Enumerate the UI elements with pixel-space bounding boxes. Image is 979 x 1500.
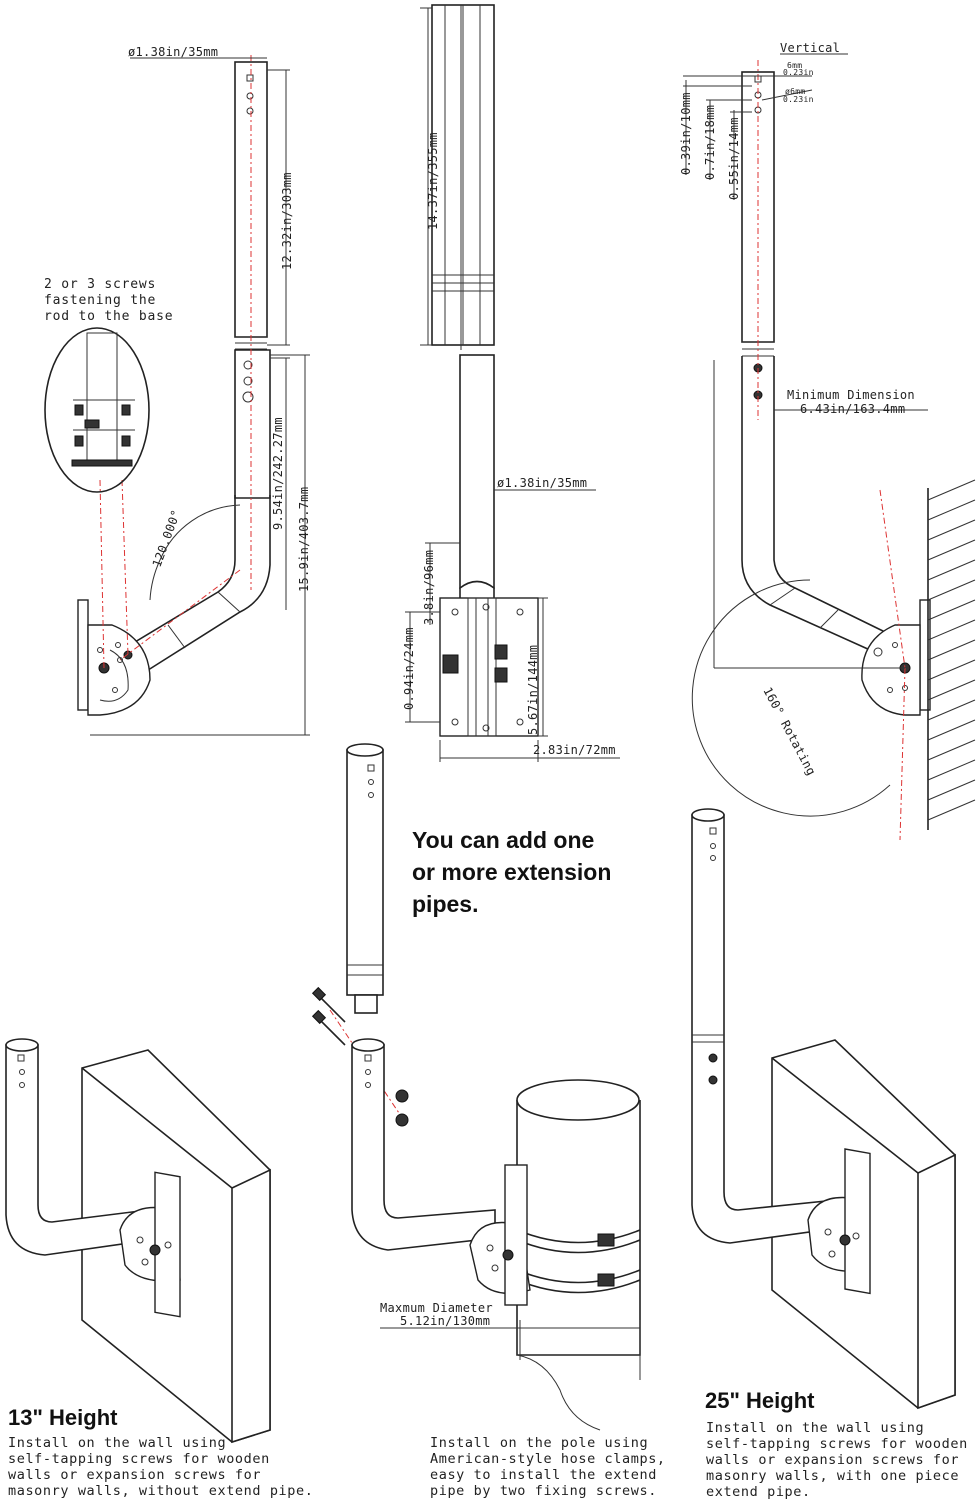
caption-13-line-3: walls or expansion screws for <box>8 1467 261 1483</box>
hole-dia-in: 0.23in <box>783 95 814 104</box>
rotating-base-c <box>861 624 921 716</box>
total-height-label: 15.9in/403.7mm <box>297 487 311 592</box>
vertical-label: Vertical <box>780 41 840 55</box>
slot-size-in: 0.23in <box>783 68 814 77</box>
neck-height-label: 3.8in/96mm <box>422 550 436 625</box>
extension-line-2: or more extension <box>412 859 611 885</box>
diagram-front-view: 14.37in/355mm ø1.38in/35mm 3.8in/96mm 0.… <box>402 4 620 762</box>
wall-install-25-inch: 25" Height Install on the wall using sel… <box>691 808 968 1500</box>
extension-line-3: pipes. <box>412 891 478 917</box>
caption-13-line-4: masonry walls, without extend pipe. <box>8 1483 313 1499</box>
note-line-2: fastening the <box>44 293 156 308</box>
diagram-wall-rotation-view: 160° Rotating Minimum Dimension <box>679 41 976 841</box>
extension-pipe-exploded <box>346 749 384 996</box>
lower-length-label: 9.54in/242.27mm <box>271 417 285 530</box>
main-pipe-front <box>459 354 495 589</box>
extension-line-1: You can add one <box>412 827 594 853</box>
slot-size-mm: 6mm <box>787 61 802 70</box>
rotating-base <box>87 624 151 716</box>
max-diameter-label: Maxmum Diameter <box>380 1301 493 1315</box>
detail-magnifier <box>44 327 150 493</box>
rotation-label: 160° Rotating <box>760 685 818 778</box>
diagram-side-view-bent-arm: 120.000° ø1.38in/35mm 12.32in/303mm 9.54… <box>44 45 311 736</box>
max-diameter-value: 5.12in/130mm <box>400 1314 490 1328</box>
heading-13: 13" Height <box>8 1405 118 1430</box>
heading-25: 25" Height <box>705 1388 815 1413</box>
diameter-label-a: ø1.38in/35mm <box>128 45 218 59</box>
pole-install: Maxmum Diameter 5.12in/130mm Install on … <box>311 743 666 1499</box>
dim-2-label: 0.7in/18mm <box>703 105 717 180</box>
upper-length-label: 12.32in/303mm <box>280 172 294 270</box>
wall-plate-edge <box>77 599 89 711</box>
wall-install-13-inch: 13" Height Install on the wall using sel… <box>5 1038 313 1499</box>
caption-pole-line-2: American-style hose clamps, <box>430 1451 666 1467</box>
min-dimension-label: Minimum Dimension <box>787 388 915 402</box>
note-line-3: rod to the base <box>44 309 173 324</box>
diameter-label-b: ø1.38in/35mm <box>497 476 587 490</box>
caption-25-line-3: walls or expansion screws for <box>706 1452 959 1468</box>
caption-25-line-1: Install on the wall using <box>706 1420 924 1436</box>
note-line-1: 2 or 3 screws <box>44 277 156 292</box>
pipe-pole <box>351 1044 496 1251</box>
detail-screws-closeup <box>71 332 135 467</box>
extension-note: You can add one or more extension pipes. <box>412 827 611 917</box>
hole-dia-mm: ø6mm <box>785 87 805 96</box>
pipe-length-label: 14.37in/355mm <box>426 132 440 230</box>
angle-label: 120.000° <box>150 508 184 569</box>
plate-height-label: 5.67in/144mm <box>526 645 540 735</box>
plate-offset-label: 0.94in/24mm <box>402 627 416 710</box>
min-dimension-value: 6.43in/163.4mm <box>800 402 905 416</box>
caption-pole-line-4: pipe by two fixing screws. <box>430 1483 657 1499</box>
caption-pole-line-1: Install on the pole using <box>430 1435 648 1451</box>
pole <box>516 1100 641 1356</box>
arm-inner-edge <box>129 495 236 646</box>
caption-25-line-5: extend pipe. <box>706 1484 811 1500</box>
plate-width-label: 2.83in/72mm <box>533 743 616 757</box>
wall-hatching <box>927 479 976 830</box>
caption-25-line-2: self-tapping screws for wooden <box>706 1436 968 1452</box>
caption-25-line-4: masonry walls, with one piece <box>706 1468 959 1484</box>
lower-pipe <box>234 349 271 499</box>
caption-pole-line-3: easy to install the extend <box>430 1467 657 1483</box>
caption-13-line-2: self-tapping screws for wooden <box>8 1451 270 1467</box>
dim-1-label: 0.39in/10mm <box>679 92 693 175</box>
caption-13-line-1: Install on the wall using <box>8 1435 226 1451</box>
arm-outer-edge <box>144 495 271 673</box>
dim-3-label: 0.55in/14mm <box>727 117 741 200</box>
